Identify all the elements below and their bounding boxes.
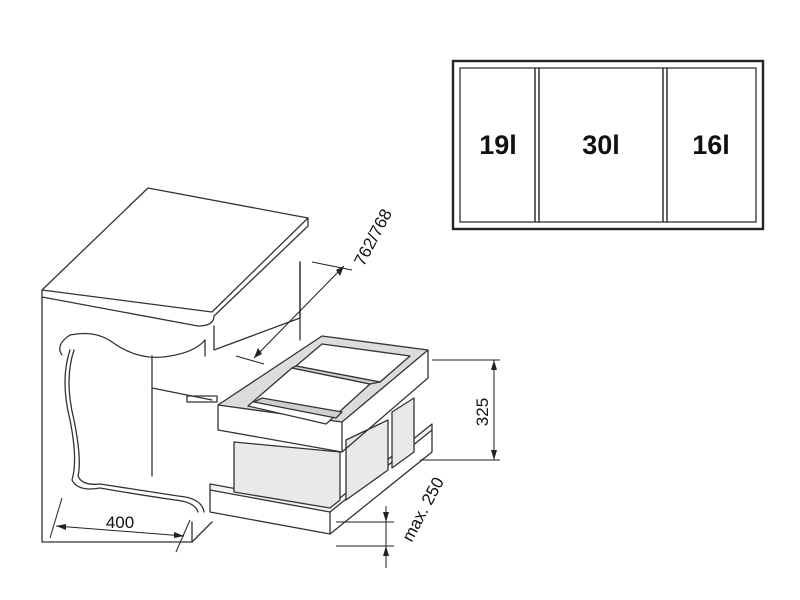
depth-extension-line <box>235 355 265 365</box>
separator-bar <box>253 397 343 419</box>
side-wall-cutout <box>59 332 206 359</box>
compartment-label-middle: 30l <box>582 130 620 160</box>
cabinet-base-edge <box>191 521 213 543</box>
arrow-head <box>56 524 66 530</box>
dimension-lines <box>49 261 500 568</box>
base-tray-side <box>329 430 433 535</box>
clearance-dimension-label: max. 250 <box>398 474 448 545</box>
countertop-front-edge <box>41 217 309 327</box>
arrow-head <box>491 450 497 460</box>
arrow-head <box>336 266 344 276</box>
separator-bar <box>291 365 381 385</box>
top-view-plan <box>451 59 765 231</box>
cabinet-inner-edge <box>151 387 213 401</box>
depth-dimension-line <box>253 265 345 359</box>
top-frame-front <box>217 405 343 453</box>
bin-rear <box>391 397 415 469</box>
arrow-head <box>254 348 262 358</box>
cabinet-left-wall <box>41 296 193 543</box>
compartment-label-left: 19l <box>479 130 517 160</box>
cabinet <box>41 187 309 543</box>
top-frame-side <box>341 350 429 453</box>
bin-middle <box>345 419 389 501</box>
dimension-arrows <box>56 266 497 556</box>
width-dimension-label: 400 <box>106 513 134 532</box>
top-view-inner-frame <box>459 67 757 223</box>
arrow-head <box>491 360 497 370</box>
height-dimension-label: 325 <box>473 398 492 426</box>
drain-pipe <box>64 349 199 513</box>
drain-pipe <box>68 349 205 513</box>
arrow-head <box>174 532 184 538</box>
top-view-outer-frame <box>451 59 765 231</box>
depth-dimension-label: 762/768 <box>350 206 396 269</box>
countertop <box>41 187 309 313</box>
width-extension-line <box>49 497 63 539</box>
arrow-head <box>383 546 389 556</box>
base-tray-front <box>209 490 331 535</box>
bin-front <box>233 441 341 509</box>
drawer-rail <box>186 395 218 403</box>
compartment-label-right: 16l <box>692 130 730 160</box>
width-dimension-line <box>55 525 185 537</box>
pull-out-unit <box>209 335 433 535</box>
depth-extension-line <box>311 261 353 271</box>
arrow-head <box>383 512 389 522</box>
